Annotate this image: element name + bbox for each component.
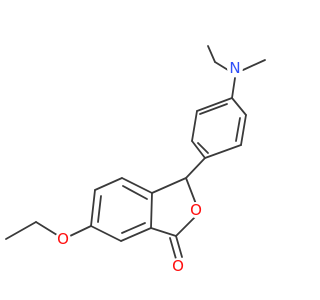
ether-oxygen-atom: O (55, 230, 71, 248)
bond-carbonyl-b (169, 237, 177, 260)
bond-aryl-ether-o (69, 225, 92, 237)
bond-phenyl-3-inner (197, 142, 209, 154)
bond-ch2-ch3 (5, 221, 37, 240)
bond-benzo-3-inner (97, 195, 102, 223)
bond-phenyl-6 (231, 97, 247, 116)
ether-oxygen-label: O (57, 230, 69, 248)
carbonyl-oxygen-atom: O (170, 257, 186, 275)
bond-benzo-3 (90, 189, 96, 227)
nitrogen-atom: N (227, 59, 243, 77)
molecule-structure-diagram: N O O O (5, 45, 266, 275)
bond-benzo-fusion (150, 192, 153, 229)
bond-phenyl-5-inner (235, 117, 241, 142)
bond-benzo-ch (151, 177, 187, 194)
bond-benzo-5-inner (121, 222, 146, 234)
bond-n-methyl-left-ext (207, 45, 216, 63)
carbonyl-oxygen-label: O (172, 257, 184, 275)
ring-oxygen-atom: O (188, 201, 204, 219)
ring-oxygen-label: O (190, 201, 202, 219)
bond-aryl-ch (185, 157, 206, 179)
bond-lines (5, 45, 266, 260)
bond-ch-ring-o (185, 177, 197, 205)
bond-phenyl-5 (240, 114, 247, 146)
nitrogen-label: N (229, 59, 240, 77)
bond-carbonyl-a (175, 235, 183, 258)
bond-n-aryl (231, 77, 236, 99)
atom-labels: N O O O (55, 59, 243, 275)
bond-ether-o-ch2 (35, 221, 58, 236)
bond-carbonyl-benzo (150, 227, 177, 237)
bond-n-methyl-right (242, 59, 266, 71)
bond-phenyl-1-inner (199, 103, 228, 115)
bond-ring-o-carbonyl (175, 215, 197, 237)
bond-benzo-1 (121, 177, 153, 194)
bond-benzo-5 (120, 227, 152, 242)
bond-phenyl-1 (196, 97, 233, 112)
bond-phenyl-3 (191, 140, 206, 159)
bond-n-methyl-left (214, 61, 229, 71)
bond-phenyl-4 (204, 144, 242, 159)
bond-benzo-4 (90, 225, 122, 242)
bond-phenyl-2 (191, 110, 198, 142)
bond-benzo-2 (94, 177, 123, 191)
bond-benzo-1-inner (122, 185, 148, 200)
